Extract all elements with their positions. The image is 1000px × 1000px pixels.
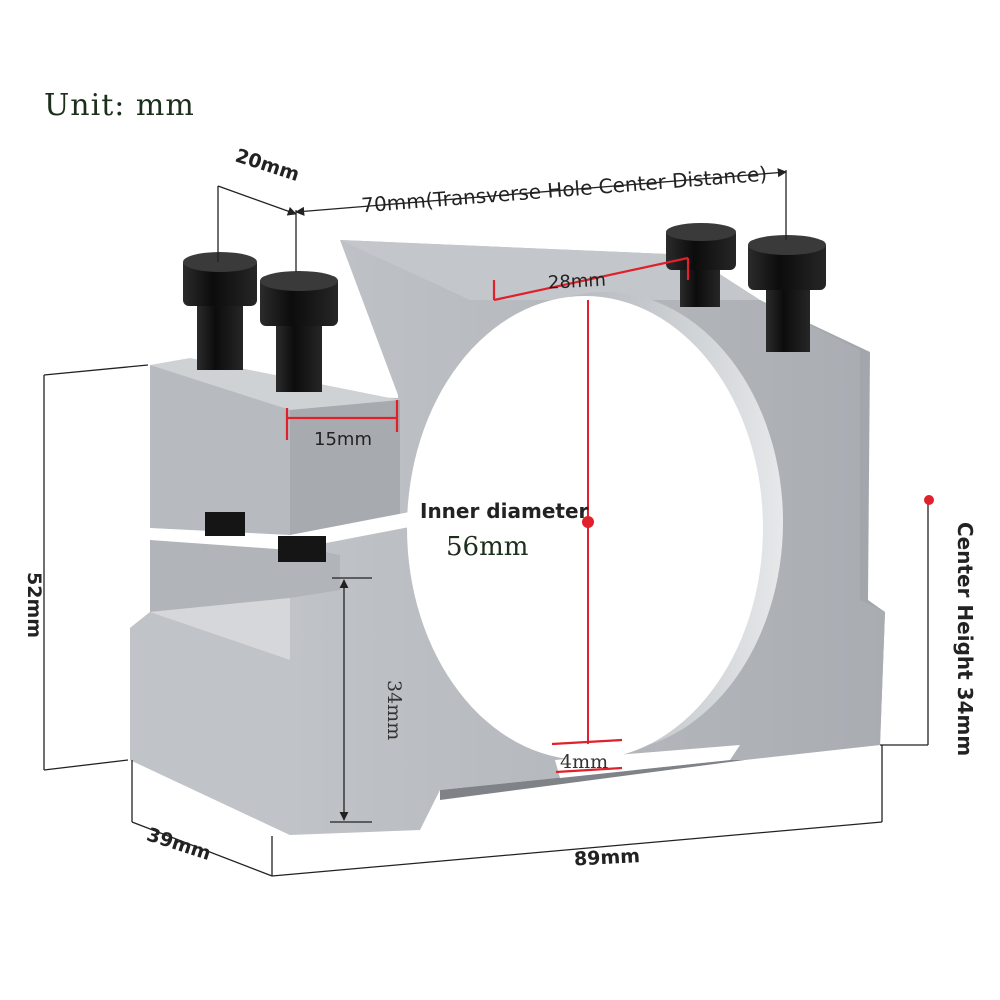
label-hole-center-distance: 70mm(Transverse Hole Center Distance) bbox=[360, 162, 768, 218]
label-inner-diameter: Inner diameter bbox=[420, 499, 589, 523]
left-flange-side bbox=[290, 400, 400, 535]
bolt-2 bbox=[260, 271, 338, 392]
dim-52-ext-bottom bbox=[43, 759, 129, 771]
label-top-width: 28mm bbox=[547, 270, 606, 294]
label-flange-width: 15mm bbox=[314, 429, 372, 450]
label-bottom-gap: 4mm bbox=[560, 751, 608, 773]
mark-28-line bbox=[493, 256, 689, 302]
dim-52-ext-top bbox=[43, 364, 149, 376]
bore-front-opening bbox=[407, 296, 763, 760]
label-base-depth: 39mm bbox=[144, 824, 214, 865]
bolt-lower-2 bbox=[278, 536, 326, 562]
label-depth-top: 20mm bbox=[233, 145, 303, 186]
dimension-lines bbox=[43, 168, 929, 877]
left-flange-top bbox=[150, 358, 400, 410]
bolt-1 bbox=[183, 252, 257, 370]
label-total-height: 52mm bbox=[23, 572, 45, 638]
mark-4-bottom bbox=[555, 766, 623, 774]
unit-label: Unit: mm bbox=[44, 88, 195, 123]
bolt-lower-1 bbox=[205, 512, 245, 536]
bolt-4 bbox=[748, 235, 826, 352]
label-inner-diameter-value: 56mm bbox=[446, 532, 528, 562]
center-height-dot bbox=[924, 495, 934, 505]
dim-89-line bbox=[271, 821, 883, 877]
dim-70-line bbox=[295, 168, 787, 216]
label-lower-height: 34mm bbox=[383, 680, 405, 740]
top-roof bbox=[340, 240, 760, 300]
dim-20-line bbox=[217, 185, 297, 216]
label-total-width: 89mm bbox=[573, 845, 640, 870]
clamp-slot bbox=[150, 510, 420, 550]
label-center-height: Center Height 34mm bbox=[953, 522, 977, 756]
dim-39-line bbox=[131, 821, 273, 877]
base-step bbox=[150, 598, 290, 660]
bore-center-dot bbox=[582, 516, 594, 528]
base-notch bbox=[440, 760, 745, 800]
mark-4-top bbox=[551, 738, 623, 746]
left-flange-front bbox=[150, 365, 290, 535]
left-base-front bbox=[130, 612, 290, 835]
